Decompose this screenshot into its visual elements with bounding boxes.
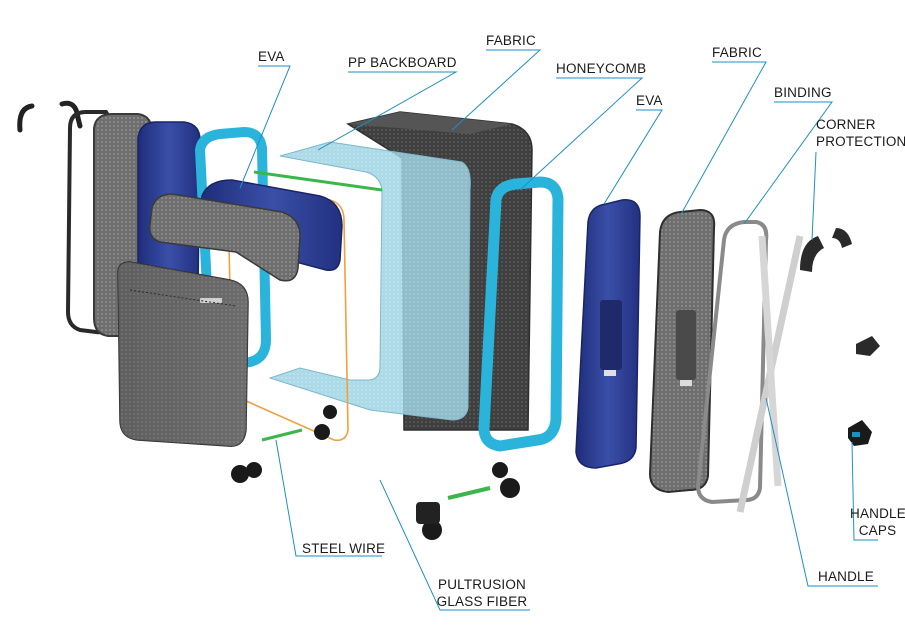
left-wheels <box>231 405 520 540</box>
handle-top-pieces <box>17 100 83 133</box>
label-honeycomb: HONEYCOMB <box>556 61 647 76</box>
label-corner-protection-line2: PROTECTION <box>816 134 905 149</box>
right-eva-panel <box>575 199 641 469</box>
label-eva-left: EVA <box>258 49 285 64</box>
handle-rods <box>736 235 804 513</box>
corner-protection-pieces <box>800 228 852 272</box>
leader-lines <box>239 49 878 611</box>
label-handle-caps-line2: CAPS <box>858 523 897 538</box>
right-binding-frame <box>695 220 769 505</box>
label-binding: BINDING <box>774 85 832 100</box>
label-fabric-top: FABRIC <box>486 33 536 48</box>
right-fabric-panel <box>648 208 716 494</box>
pp-backboard <box>268 141 471 421</box>
label-handle: HANDLE <box>818 569 874 584</box>
label-handle-caps-line1: HANDLE <box>850 506 905 521</box>
label-fabric-right: FABRIC <box>712 45 762 60</box>
label-pultrusion-line1: PULTRUSION <box>437 577 526 592</box>
label-steel-wire: STEEL WIRE <box>302 541 386 556</box>
handle-caps-pieces <box>848 336 880 446</box>
label-pp-backboard: PP BACKBOARD <box>348 55 457 70</box>
label-eva-right: EVA <box>636 93 663 108</box>
front-fabric-panel <box>117 261 249 447</box>
right-honeycomb-frame <box>478 176 564 452</box>
top-fabric-panel <box>148 193 301 282</box>
label-corner-protection-line1: CORNER <box>816 117 876 132</box>
glass-fiber-rods <box>253 170 491 500</box>
label-pultrusion-line2: GLASS FIBER <box>436 594 528 609</box>
